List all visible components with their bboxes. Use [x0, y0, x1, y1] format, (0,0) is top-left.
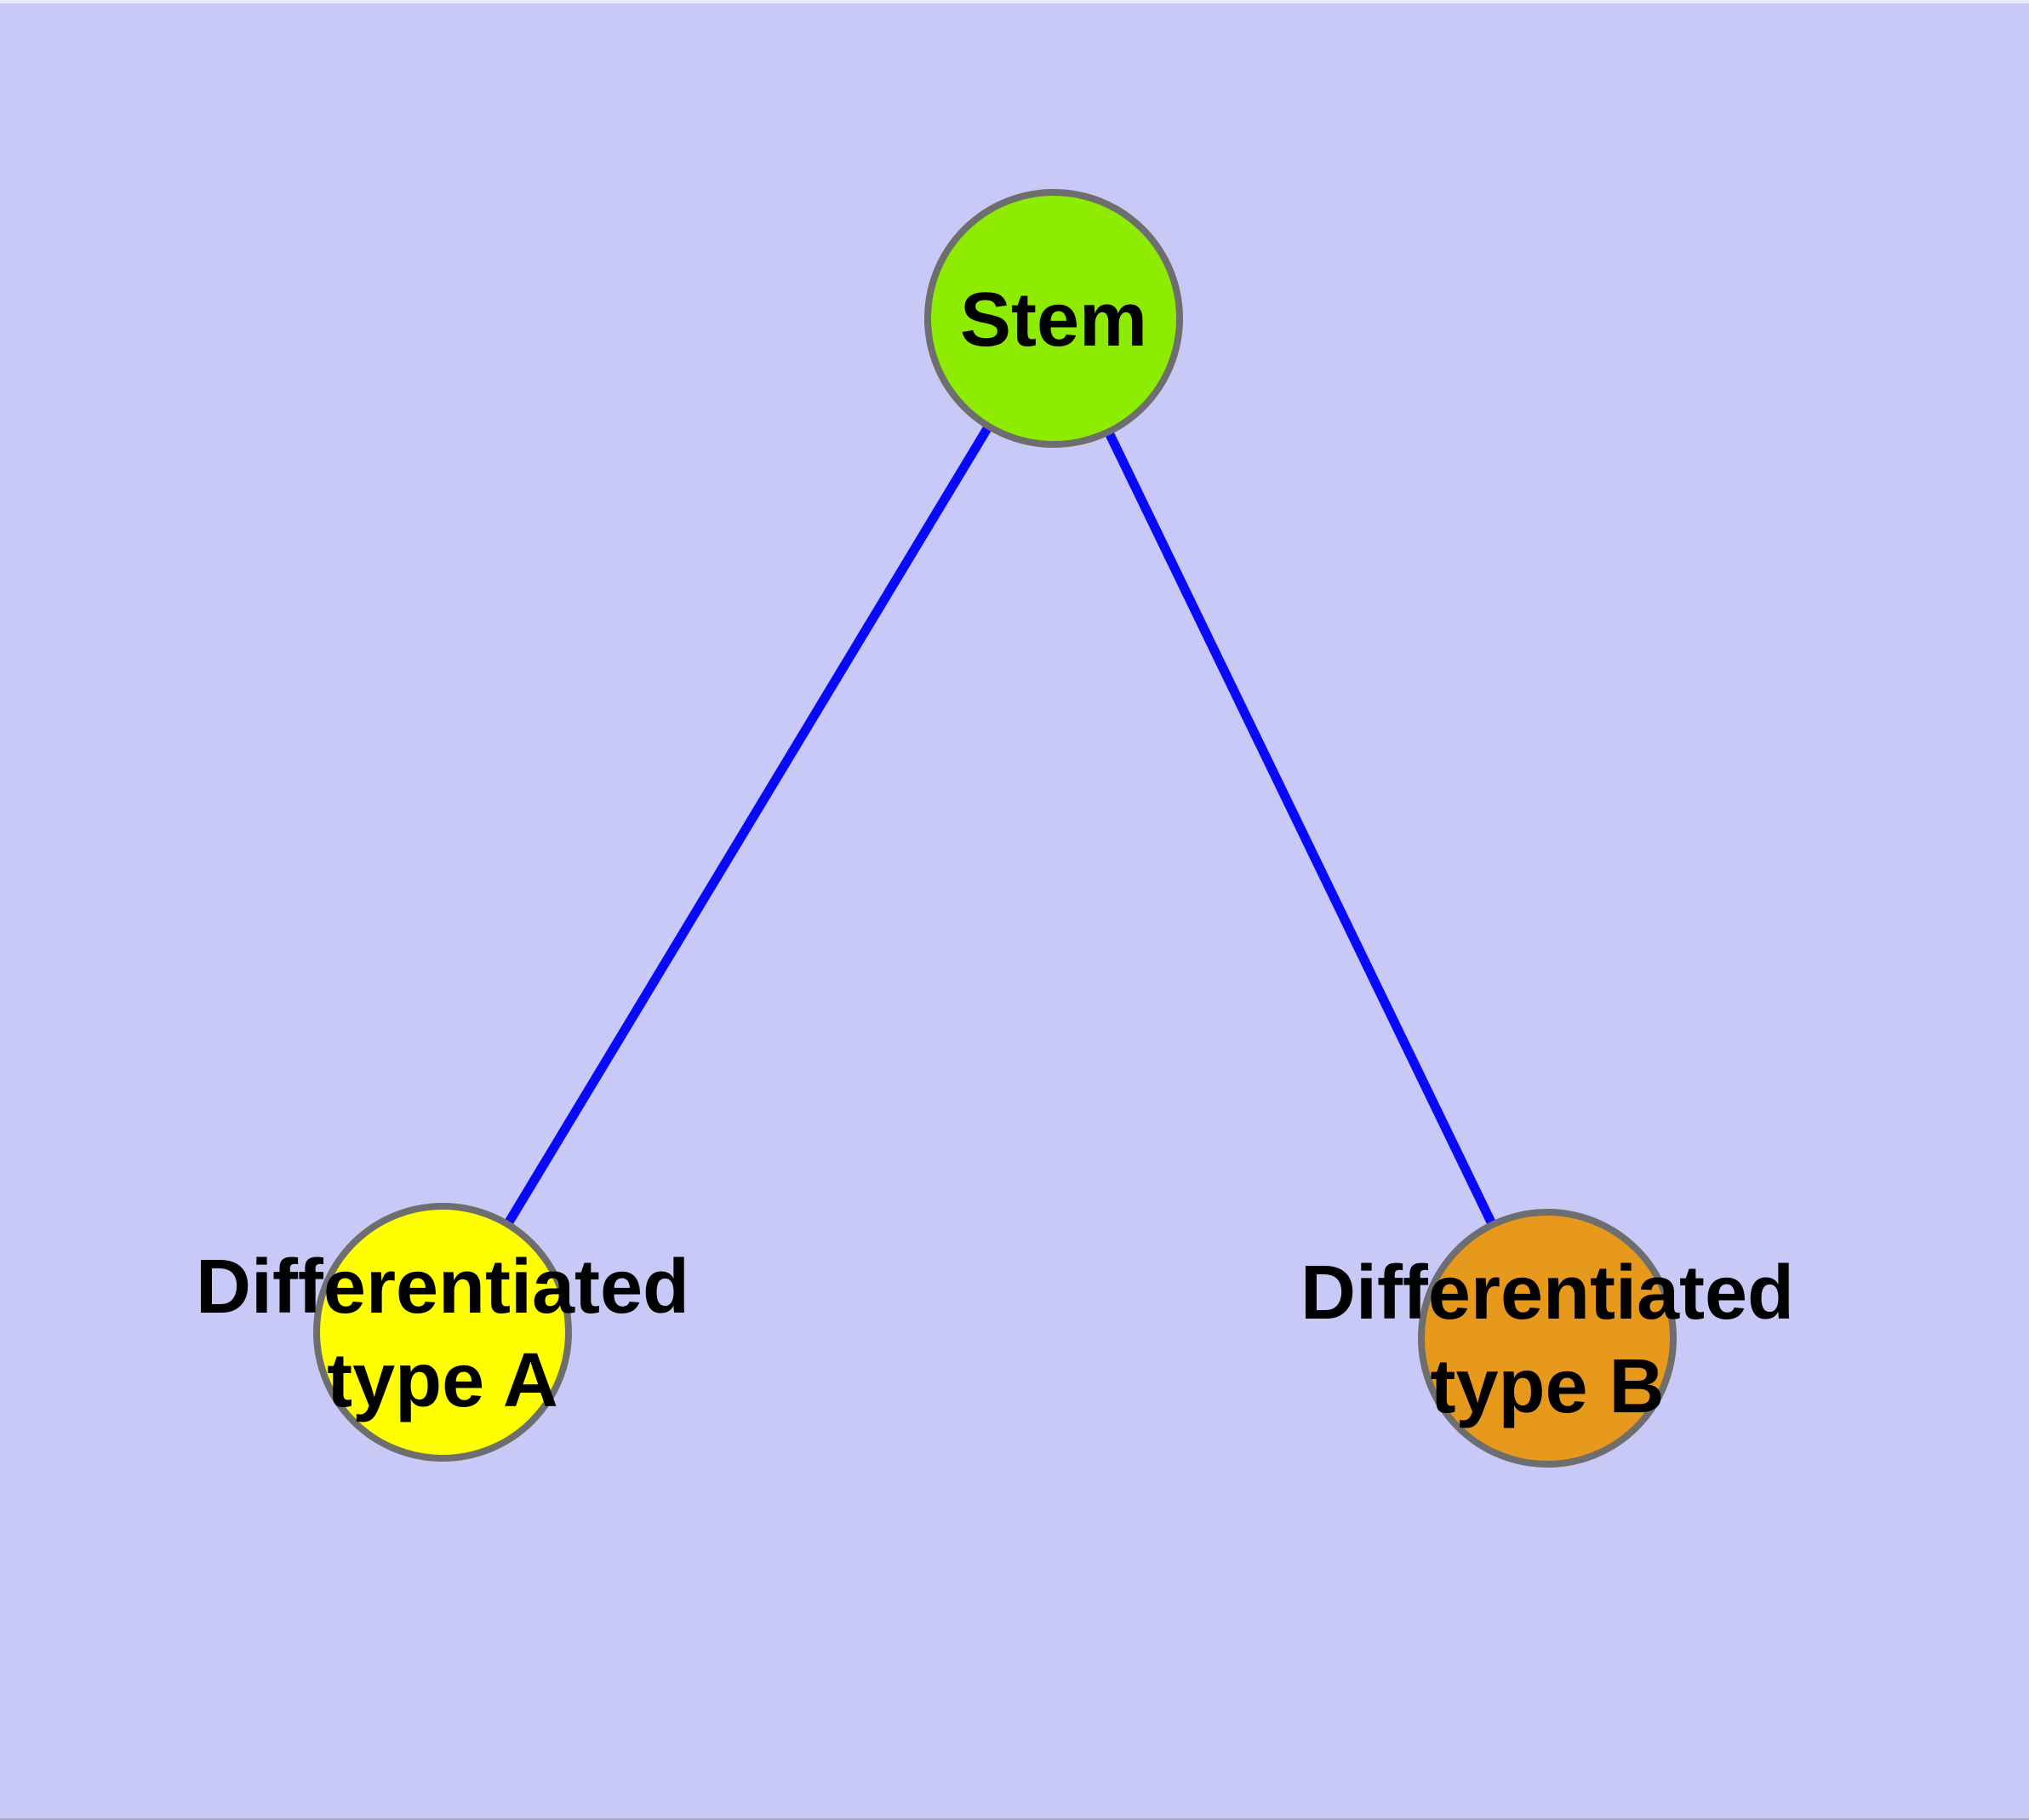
node-differentiated-type-b-label-line-2: type B: [1430, 1344, 1664, 1429]
node-differentiated-type-a-label-line-1: Differentiated: [196, 1245, 689, 1330]
node-stem-label-line-1: Stem: [960, 278, 1147, 363]
node-differentiated-type-a-label-line-2: type A: [327, 1338, 558, 1423]
edge-stem-to-differentiated-type-a: [438, 316, 1058, 1335]
node-differentiated-type-a-circle: [313, 1203, 572, 1462]
node-stem-circle: [924, 189, 1183, 448]
node-differentiated-type-b-label-line-1: Differentiated: [1300, 1251, 1794, 1336]
edge-stem-to-differentiated-type-b: [1049, 316, 1552, 1341]
top-edge-highlight: [0, 0, 2029, 3]
node-differentiated-type-b-circle: [1418, 1209, 1677, 1468]
bottom-edge-shadow: [0, 1818, 2029, 1820]
